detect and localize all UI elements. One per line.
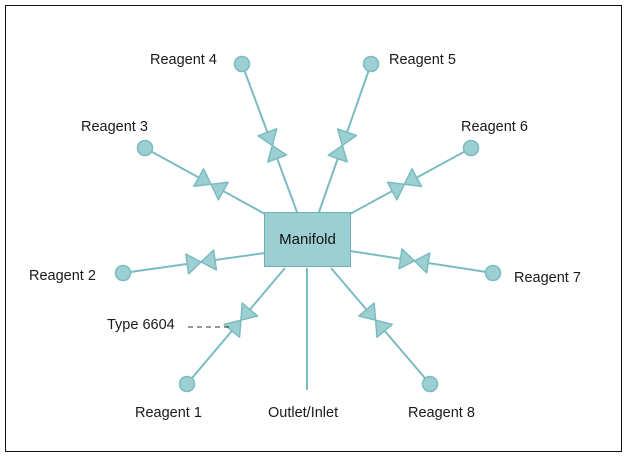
reagent-node-7 — [484, 264, 502, 282]
valve-type-label: Type 6604 — [107, 317, 175, 333]
reagent-nodes — [114, 55, 502, 393]
valve-7 — [398, 248, 431, 274]
reagent-node-2 — [114, 264, 132, 282]
valve-6 — [386, 168, 423, 201]
reagent-node-8 — [421, 375, 439, 393]
valve-3 — [193, 168, 229, 201]
reagent-label-8: Reagent 8 — [408, 405, 475, 421]
reagent-node-4 — [233, 55, 251, 73]
reagent-label-3: Reagent 3 — [81, 119, 148, 135]
manifold-label: Manifold — [279, 231, 336, 248]
valve-5 — [327, 128, 358, 163]
valve-4 — [257, 128, 288, 163]
reagent-label-4: Reagent 4 — [150, 52, 217, 68]
reagent-label-2: Reagent 2 — [29, 268, 96, 284]
reagent-node-5 — [362, 55, 380, 73]
reagent-node-3 — [136, 139, 154, 157]
reagent-label-6: Reagent 6 — [461, 119, 528, 135]
manifold-box: Manifold — [264, 212, 351, 267]
outlet-inlet-label: Outlet/Inlet — [268, 405, 339, 421]
valve-2 — [185, 249, 218, 275]
reagent-node-6 — [462, 139, 480, 157]
reagent-label-7: Reagent 7 — [514, 270, 581, 286]
valve-1 — [223, 302, 259, 339]
reagent-node-1 — [178, 375, 196, 393]
reagent-label-1: Reagent 1 — [135, 405, 202, 421]
valves — [185, 128, 431, 339]
reagent-label-5: Reagent 5 — [389, 52, 456, 68]
valve-8 — [358, 302, 393, 339]
